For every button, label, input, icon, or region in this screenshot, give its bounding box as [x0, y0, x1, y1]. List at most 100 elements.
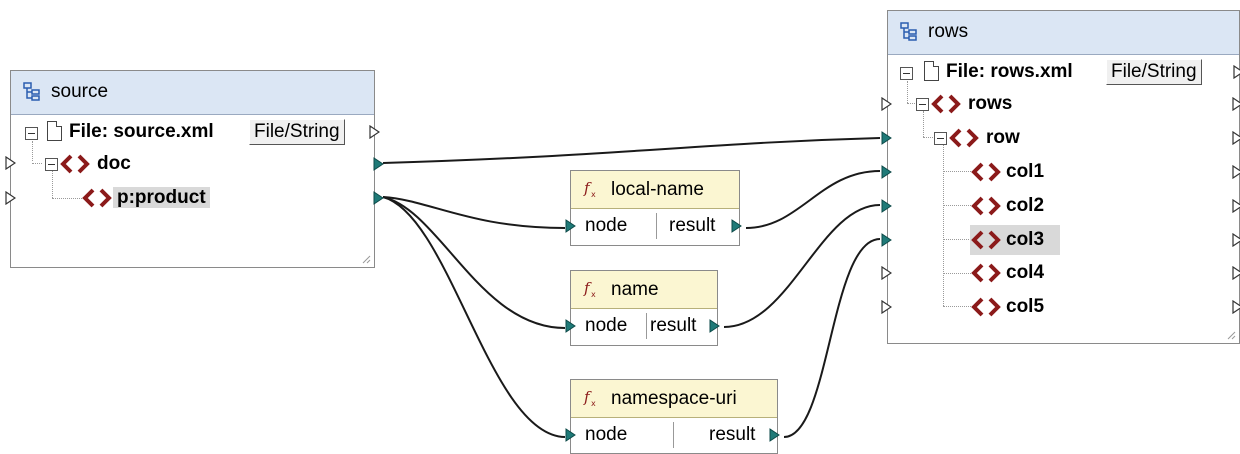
source-file-output-port-icon[interactable]	[369, 125, 380, 139]
tree-connector	[52, 171, 53, 198]
source-component[interactable]: source File: source.xml File/String doc …	[5, 70, 384, 268]
svg-text:f: f	[583, 179, 592, 197]
source-node-doc[interactable]: doc	[97, 153, 131, 174]
function-input-port-icon[interactable]	[565, 219, 576, 233]
rows-node-col5[interactable]: col5	[1006, 296, 1045, 317]
collapse-icon[interactable]	[25, 127, 38, 140]
connection-namespace-uri-to-col3	[783, 238, 881, 438]
col3-input-port-icon[interactable]	[881, 233, 892, 247]
svg-text:x: x	[591, 399, 596, 408]
product-input-port-icon[interactable]	[5, 191, 16, 205]
function-port-divider	[673, 422, 674, 448]
col2-input-port-icon[interactable]	[881, 199, 892, 213]
rows-component-header[interactable]: rows	[888, 11, 1239, 55]
tree-connector	[907, 81, 908, 103]
rows-file-string-button[interactable]: File/String	[1106, 59, 1202, 85]
function-header[interactable]: f x local-name	[571, 171, 739, 209]
function-ports: node result	[565, 309, 720, 343]
xml-element-icon	[971, 297, 1001, 317]
collapse-icon[interactable]	[934, 132, 947, 145]
function-output-label: result	[650, 315, 697, 336]
resize-handle-icon[interactable]	[361, 254, 371, 264]
rows-component-title: rows	[928, 21, 969, 42]
col3-output-port-icon[interactable]	[1232, 233, 1240, 247]
tree-connector	[943, 205, 973, 206]
collapse-icon[interactable]	[45, 158, 58, 171]
col1-output-port-icon[interactable]	[1232, 165, 1240, 179]
xml-element-icon	[971, 196, 1001, 216]
svg-text:x: x	[591, 290, 596, 299]
rows-node-rows[interactable]: rows	[968, 93, 1013, 114]
component-icon	[900, 22, 917, 41]
svg-text:x: x	[591, 190, 596, 199]
row-output-port-icon[interactable]	[1232, 131, 1240, 145]
row-input-port-icon[interactable]	[881, 131, 892, 145]
doc-output-port-icon[interactable]	[373, 157, 384, 171]
rows-file-label: File: rows.xml	[946, 61, 1073, 82]
rows-node-col1[interactable]: col1	[1006, 161, 1045, 182]
function-header[interactable]: f x namespace-uri	[571, 380, 777, 418]
xml-element-icon	[931, 94, 961, 114]
function-namespace-uri[interactable]: f x namespace-uri node result	[565, 379, 780, 454]
rows-node-row[interactable]: row	[986, 127, 1020, 148]
source-component-header[interactable]: source	[11, 71, 374, 115]
tree-connector	[943, 273, 973, 274]
col4-output-port-icon[interactable]	[1232, 266, 1240, 280]
function-name: local-name	[611, 179, 704, 200]
function-local-name[interactable]: f x local-name node result	[565, 170, 742, 246]
col5-output-port-icon[interactable]	[1232, 300, 1240, 314]
product-output-port-icon[interactable]	[373, 191, 384, 205]
function-output-port-icon[interactable]	[709, 319, 720, 333]
source-node-p-product-label: p:product	[113, 187, 210, 208]
rows-component[interactable]: rows File: rows.xml File/String rows row	[881, 10, 1240, 344]
xml-element-icon	[971, 263, 1001, 283]
function-output-label: result	[709, 424, 756, 445]
function-input-label: node	[585, 215, 628, 236]
doc-input-port-icon[interactable]	[5, 156, 16, 170]
source-node-p-product[interactable]: p:product	[113, 181, 210, 215]
tree-connector	[943, 145, 944, 306]
tree-connector	[943, 239, 973, 240]
function-input-port-icon[interactable]	[565, 319, 576, 333]
function-output-port-icon[interactable]	[731, 219, 742, 233]
col2-output-port-icon[interactable]	[1232, 199, 1240, 213]
source-file-string-button[interactable]: File/String	[249, 119, 345, 145]
svg-text:f: f	[583, 388, 592, 406]
rows-node-col2[interactable]: col2	[1006, 195, 1045, 216]
rows-output-port-icon[interactable]	[1232, 97, 1240, 111]
rows-file-output-port-icon[interactable]	[1233, 65, 1240, 79]
col4-input-port-icon[interactable]	[881, 266, 892, 280]
xml-element-icon	[949, 128, 979, 148]
xml-element-icon	[82, 188, 112, 208]
component-icon	[23, 82, 40, 101]
connection-local-name-to-col1	[745, 170, 881, 229]
source-file-label: File: source.xml	[69, 121, 214, 142]
connection-product-to-local-name	[382, 196, 566, 229]
function-header[interactable]: f x name	[571, 271, 717, 309]
file-icon	[47, 121, 62, 141]
function-port-divider	[656, 213, 657, 239]
rows-input-port-icon[interactable]	[881, 97, 892, 111]
tree-connector	[923, 137, 933, 138]
function-icon: f x	[583, 179, 596, 199]
connection-doc-to-row	[382, 137, 881, 164]
function-output-port-icon[interactable]	[769, 428, 780, 442]
source-component-title: source	[51, 81, 109, 102]
function-input-port-icon[interactable]	[565, 428, 576, 442]
function-name-node[interactable]: f x name node result	[565, 270, 720, 346]
tree-connector	[32, 163, 42, 164]
col1-input-port-icon[interactable]	[881, 165, 892, 179]
col3-selection-highlight	[970, 225, 1060, 255]
svg-text:f: f	[583, 279, 592, 297]
function-icon: f x	[583, 279, 596, 299]
collapse-icon[interactable]	[900, 67, 913, 80]
col5-input-port-icon[interactable]	[881, 300, 892, 314]
rows-node-col3[interactable]: col3	[1006, 229, 1045, 250]
connection-product-to-namespace-uri	[382, 196, 566, 438]
rows-node-col4[interactable]: col4	[1006, 262, 1045, 283]
resize-handle-icon[interactable]	[1226, 330, 1236, 340]
function-name: namespace-uri	[611, 388, 737, 409]
function-icon: f x	[583, 388, 596, 408]
collapse-icon[interactable]	[916, 98, 929, 111]
